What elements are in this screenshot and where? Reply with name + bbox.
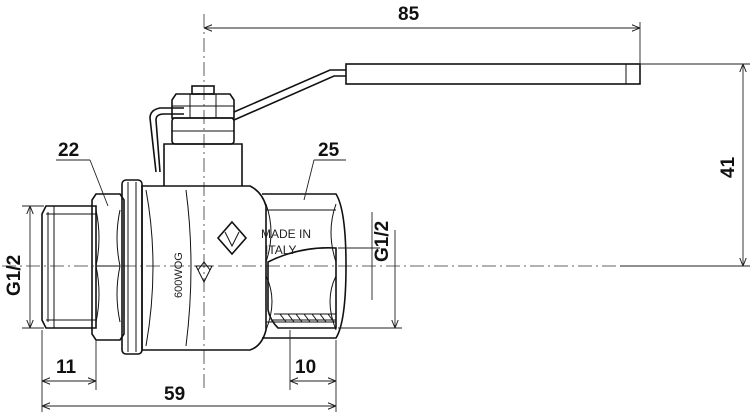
leader-female-hex [303,159,346,201]
handle-nut [171,85,235,119]
female-hex-size-label: 25 [318,140,340,161]
dim-male-thread-length-label: 11 [56,357,77,378]
lever-handle [149,63,641,173]
center-lines [2,14,745,392]
dim-handle-length-label: 85 [398,4,420,25]
valve-stem [163,117,243,186]
body-ring [121,179,143,355]
dim-overall-length-label: 59 [164,384,185,405]
dim-male-thread [22,205,44,329]
leader-male-hex [56,159,109,207]
made-in-line1: MADE IN [261,227,311,241]
pressure-rating-marking: 600WOG [173,252,185,298]
brand-logo [195,220,248,284]
male-hex-size-label: 22 [58,140,79,161]
dim-female-thread-label: G1/2 [372,221,393,262]
thread-hatching [279,313,335,323]
dim-female-thread-length [289,330,337,390]
male-thread-end [41,205,97,329]
female-thread-end [262,193,347,339]
dim-overall-height-label: 41 [718,156,739,178]
dim-male-thread-length [41,330,97,390]
dim-female-thread [338,212,402,329]
dim-female-thread-length-label: 10 [295,357,316,378]
dim-overall-length [41,390,337,412]
dim-overall-height [620,63,750,267]
made-in-line2: ITALY [265,243,297,257]
dim-handle-length [204,22,641,66]
dim-male-thread-label: G1/2 [4,255,25,296]
